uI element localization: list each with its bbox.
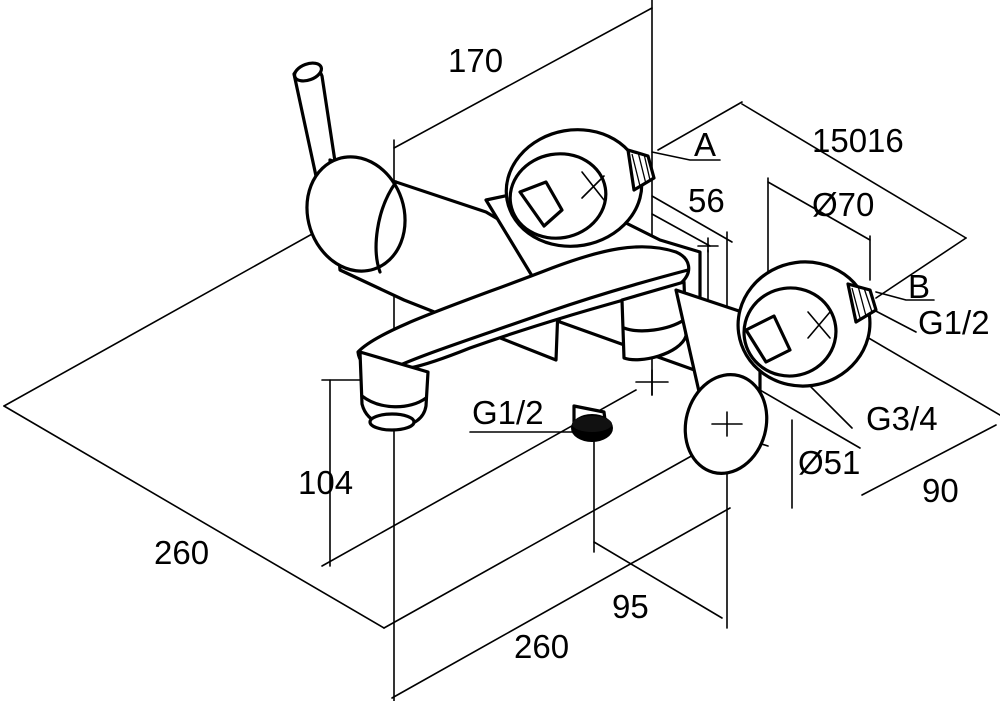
callout-g12-outlet: G1/2 <box>472 394 544 431</box>
dim-diameter-70: Ø70 <box>812 186 874 223</box>
dimension-lines <box>3 0 1000 701</box>
dim-90: 90 <box>922 472 959 509</box>
dim-104: 104 <box>298 464 353 501</box>
dim-260-diagonal: 260 <box>154 534 209 571</box>
dim-170: 170 <box>448 42 503 79</box>
callout-a: A <box>694 126 716 163</box>
dim-56: 56 <box>688 182 725 219</box>
dim-95: 95 <box>612 588 649 625</box>
callout-g34: G3/4 <box>866 400 938 437</box>
callout-labels: A B G1/2 G1/2 G3/4 <box>472 126 990 437</box>
callout-g12-right: G1/2 <box>918 304 990 341</box>
dim-15016: 15016 <box>812 122 904 159</box>
dim-260-bottom: 260 <box>514 628 569 665</box>
dim-diameter-51: Ø51 <box>798 444 860 481</box>
callout-b: B <box>908 268 930 305</box>
dimension-labels: 170 15016 56 Ø70 104 260 260 95 Ø51 90 <box>154 42 959 665</box>
faucet-body <box>292 61 878 475</box>
